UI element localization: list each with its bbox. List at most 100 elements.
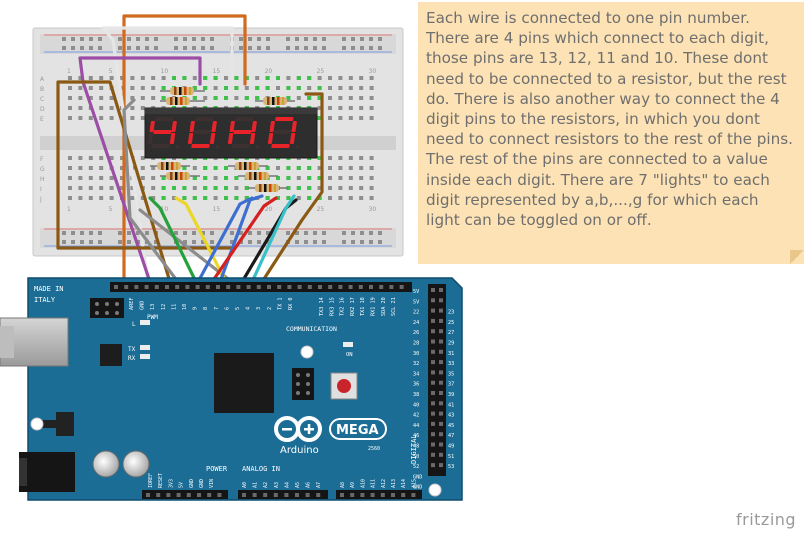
analog-header-2 — [336, 490, 422, 499]
row-label: D — [40, 106, 45, 113]
pin-label: A1 — [253, 482, 259, 488]
power-header — [142, 490, 228, 499]
arduino-wordmark: Arduino — [280, 445, 319, 456]
pin-label: 30 — [413, 351, 419, 357]
pwm-label: PWM — [147, 314, 158, 321]
pin-label: 45 — [448, 423, 454, 429]
row-label: J — [39, 196, 42, 203]
pin-label: GND — [413, 485, 422, 491]
pin-label: 35 — [448, 371, 454, 377]
segment-a — [235, 117, 254, 121]
pin-label: TX3 14 — [319, 297, 325, 316]
resistor — [150, 162, 190, 170]
digit-2 — [187, 117, 220, 149]
analog-in-label: ANALOG IN — [242, 465, 280, 473]
chip-label: 2560 — [368, 446, 380, 452]
column-number: 25 — [317, 206, 325, 213]
resistor — [160, 87, 205, 95]
analog-header — [238, 490, 328, 499]
segment-a — [275, 117, 294, 121]
decimal-point — [215, 145, 220, 149]
pin-label: 41 — [448, 402, 454, 408]
segment-a — [155, 117, 174, 121]
pin-label: 37 — [448, 382, 454, 388]
pin-label: RESET — [158, 473, 164, 488]
digital-label: DIGITAL — [410, 434, 418, 464]
wire-red — [210, 196, 278, 284]
pin-label: 6 — [224, 307, 230, 310]
pin-label: 39 — [448, 392, 454, 398]
row-label: A — [40, 76, 45, 83]
wire-purple — [78, 56, 202, 284]
decimal-point — [255, 145, 260, 149]
segment-c — [169, 133, 176, 144]
digit-segments — [147, 117, 300, 149]
row-label: E — [40, 116, 44, 123]
pin-label: A4 — [284, 482, 290, 488]
pin-label: 32 — [413, 361, 419, 367]
wire-gray-2 — [138, 208, 234, 284]
wire-gray — [122, 98, 180, 284]
pin-label: 47 — [448, 433, 454, 439]
wire-cyan — [250, 194, 296, 284]
column-number: 15 — [213, 68, 221, 75]
reset-button[interactable] — [330, 372, 358, 400]
led-tx-label: TX — [128, 346, 136, 353]
wire-green — [148, 196, 198, 284]
icsp-header — [292, 368, 314, 400]
capacitor — [122, 450, 150, 478]
segment-e — [267, 133, 274, 144]
right-header — [428, 284, 446, 476]
pin-label: 25 — [448, 320, 454, 326]
pin-label: A9 — [350, 482, 356, 488]
pin-label: A2 — [263, 482, 269, 488]
pin-label: IOREF — [148, 473, 154, 488]
pin-label: A10 — [360, 479, 366, 488]
pin-label: GND — [140, 301, 146, 310]
pin-label: 34 — [413, 371, 419, 377]
pin-label: A8 — [340, 482, 346, 488]
pin-label: TX1 18 — [360, 297, 366, 316]
column-number: 25 — [317, 68, 325, 75]
pin-label: 53 — [448, 464, 454, 470]
segment-d — [151, 144, 170, 148]
pin-label: AREF — [129, 298, 135, 311]
mega-label: MEGA — [336, 423, 379, 438]
resistors — [150, 87, 295, 192]
digit-1 — [147, 117, 180, 149]
pin-label: 29 — [448, 341, 454, 347]
pin-label: A14 — [401, 479, 407, 488]
pin-label: RX2 17 — [350, 297, 356, 316]
pin-label: 5V — [179, 482, 185, 488]
segment-e — [187, 133, 194, 144]
segment-g — [273, 130, 292, 134]
pin-label: A13 — [391, 479, 397, 488]
resistor — [160, 172, 200, 180]
pin-label: 2 — [267, 307, 273, 310]
arduino-logo: Arduino — [274, 416, 322, 456]
led-rx-label: RX — [128, 355, 136, 362]
pin-label: 51 — [448, 454, 454, 460]
mega-badge: MEGA — [329, 418, 387, 440]
resistor — [228, 162, 268, 170]
pin-label: SDA 20 — [381, 297, 387, 316]
pin-label: 33 — [448, 361, 454, 367]
segment-c — [209, 133, 216, 144]
led-l-label: L — [132, 321, 136, 328]
pin-label: 52 — [413, 464, 419, 470]
wires — [56, 14, 324, 284]
pin-label: 26 — [413, 330, 419, 336]
column-number: 15 — [213, 206, 221, 213]
pin-label: 3 — [256, 307, 262, 310]
pin-label: 43 — [448, 413, 454, 419]
seven-segment-display — [144, 107, 318, 159]
wire-blue-1 — [196, 196, 254, 284]
segment-f — [229, 121, 235, 132]
pin-label: RX 0 — [288, 298, 294, 311]
column-number: 10 — [161, 68, 169, 75]
row-label: G — [40, 166, 45, 173]
country-label: ITALY — [34, 296, 56, 304]
segment-b — [211, 121, 217, 132]
